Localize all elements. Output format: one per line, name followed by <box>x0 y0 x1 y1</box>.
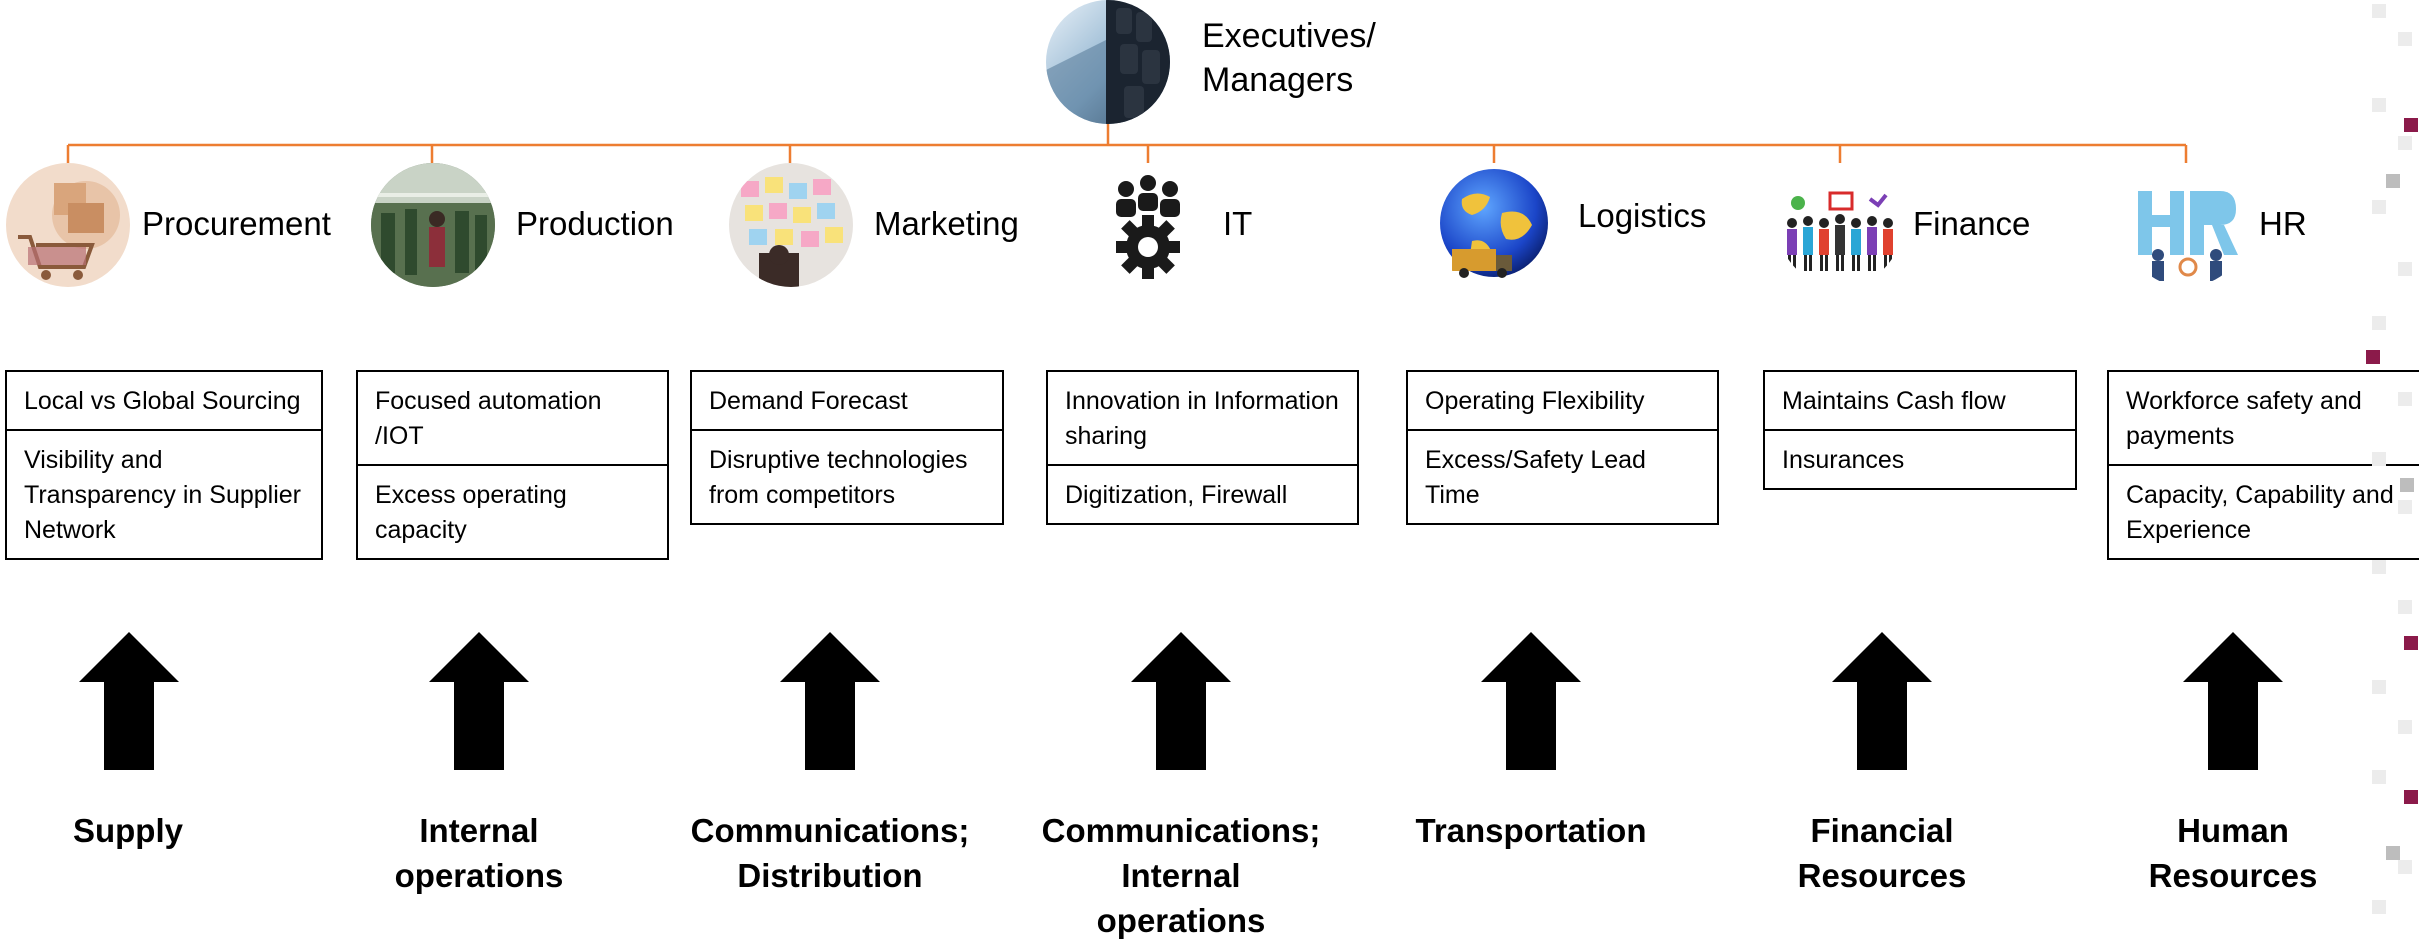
logistics-factor-box: Operating Flexibility Excess/Safety Lead… <box>1406 370 1719 525</box>
up-arrow-icon <box>1832 632 1932 770</box>
driver-label-line: Communications; <box>1041 812 1321 849</box>
factor-cell: Focused automation /IOT <box>358 372 667 466</box>
factor-cell: Capacity, Capability and Experience <box>2126 481 2394 544</box>
driver-label-human-resources: Human Resources <box>2073 808 2393 898</box>
factor-cell: Innovation in Information sharing <box>1048 372 1357 466</box>
up-arrow-icon <box>1481 632 1581 770</box>
department-label-hr: HR <box>2259 205 2307 242</box>
up-arrow-icon <box>79 632 179 770</box>
finance-factor-box: Maintains Cash flow Insurances <box>1763 370 2077 490</box>
department-label-it: IT <box>1223 205 1253 242</box>
driver-label-line: Transportation <box>1415 812 1647 849</box>
department-label-marketing: Marketing <box>874 205 1019 242</box>
executives-label-line1: Executives/ <box>1202 17 1376 55</box>
shopping-cart-photo-icon <box>6 163 130 287</box>
driver-label-communications-internal-operations: Communications; Internal operations <box>1021 808 1341 943</box>
globe-truck-photo-icon <box>1432 163 1556 287</box>
team-gear-icon <box>1086 163 1210 287</box>
driver-label-transportation: Transportation <box>1371 808 1691 853</box>
driver-label-line: operations <box>1096 902 1266 939</box>
up-arrow-icon <box>1131 632 1231 770</box>
it-factor-box: Innovation in Information sharing Digiti… <box>1046 370 1359 525</box>
driver-label-line: operations <box>394 857 564 894</box>
decorative-square-pattern <box>2366 4 2418 914</box>
executives-boardroom-photo-icon <box>1046 0 1170 124</box>
factor-cell: Excess/Safety Lead Time <box>1425 446 1646 509</box>
driver-label-line: Resources <box>1797 857 1967 894</box>
factor-cell: Insurances <box>1782 446 1905 474</box>
driver-label-financial-resources: Financial Resources <box>1722 808 2042 898</box>
driver-label-line: Distribution <box>737 857 923 894</box>
factor-cell: Workforce safety and payments <box>2109 372 2419 466</box>
hr-factor-box: Workforce safety and payments Capacity, … <box>2107 370 2419 560</box>
department-label-procurement: Procurement <box>142 205 331 242</box>
driver-label-line: Resources <box>2148 857 2318 894</box>
factor-cell: Digitization, Firewall <box>1065 481 1288 509</box>
driver-label-line: Financial <box>1810 812 1954 849</box>
driver-label-supply: Supply <box>0 808 288 853</box>
people-celebrating-icon <box>1778 163 1902 287</box>
hr-letters-people-icon <box>2124 163 2248 287</box>
driver-label-communications-distribution: Communications; Distribution <box>670 808 990 898</box>
factor-cell: Operating Flexibility <box>1408 372 1717 431</box>
executives-label-line2: Managers <box>1202 61 1354 99</box>
driver-label-line: Internal <box>419 812 539 849</box>
marketing-factor-box: Demand Forecast Disruptive technologies … <box>690 370 1004 525</box>
production-factor-box: Focused automation /IOT Excess operating… <box>356 370 669 560</box>
factory-workers-photo-icon <box>371 163 495 287</box>
factor-cell: Demand Forecast <box>692 372 1002 431</box>
executives-label: Executives/ Managers <box>1202 14 1376 102</box>
driver-label-line: Human <box>2177 812 2289 849</box>
factor-cell: Visibility and Transparency in Supplier … <box>24 446 301 544</box>
sticky-notes-board-photo-icon <box>729 163 853 287</box>
up-arrow-icon <box>2183 632 2283 770</box>
factor-cell: Excess operating capacity <box>375 481 567 544</box>
driver-label-line: Supply <box>72 812 183 849</box>
department-label-logistics: Logistics <box>1578 197 1707 234</box>
driver-label-line: Communications; <box>690 812 970 849</box>
factor-cell: Disruptive technologies from competitors <box>709 446 968 509</box>
driver-label-line: Internal <box>1121 857 1241 894</box>
factor-cell: Maintains Cash flow <box>1765 372 2075 431</box>
up-arrow-icon <box>429 632 529 770</box>
up-arrow-icon <box>780 632 880 770</box>
factor-cell: Local vs Global Sourcing <box>7 372 321 431</box>
procurement-factor-box: Local vs Global Sourcing Visibility and … <box>5 370 323 560</box>
department-label-production: Production <box>516 205 674 242</box>
driver-label-internal-operations: Internal operations <box>319 808 639 898</box>
department-label-finance: Finance <box>1913 205 2031 242</box>
